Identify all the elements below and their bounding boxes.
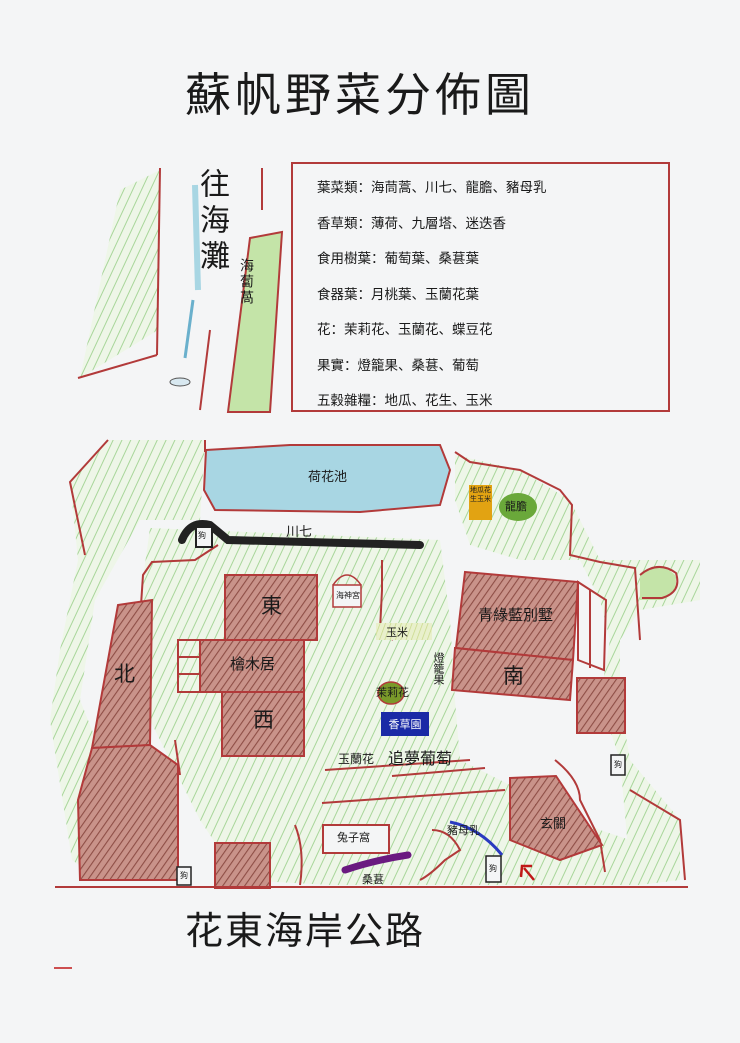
crops-plot: 地瓜花生玉米 — [469, 485, 492, 520]
dog-label-2: 狗 — [180, 871, 188, 880]
west-label: 西 — [253, 708, 274, 732]
jasmine-label: 茉莉花 — [376, 686, 409, 699]
dog-label-4: 狗 — [614, 760, 622, 769]
beach-label: 往海灘 — [194, 168, 229, 276]
building-southwest — [214, 842, 271, 889]
page-title: 蘇帆野菜分佈圖 — [185, 68, 535, 122]
lotus-pond — [202, 444, 452, 514]
buildings — [76, 570, 626, 889]
yumi-field — [376, 623, 432, 640]
legend-row-grains: 五穀雜糧：地瓜、花生、玉米 — [317, 393, 493, 409]
shrine-label: 海神宮 — [336, 591, 360, 600]
cypress-label: 檜木居 — [230, 655, 276, 673]
north-label: 北 — [114, 662, 135, 686]
dream-grape-label: 追夢葡萄 — [388, 749, 453, 768]
mulberry-path — [341, 851, 412, 874]
rabbit-den-label: 兔子窩 — [337, 831, 370, 844]
lantern-fruit-label: 燈籠果 — [432, 652, 445, 685]
building-entrance — [509, 774, 604, 862]
building-east — [224, 574, 318, 641]
pig-milk-line — [449, 820, 504, 856]
building-rabbit — [322, 824, 390, 854]
longdan-label: 龍膽 — [505, 500, 527, 513]
shrine — [332, 574, 362, 608]
chuanqi-path — [178, 520, 424, 549]
mulberry-label: 桑葚 — [362, 873, 384, 886]
legend-row-fruits: 果實：燈籠果、桑葚、葡萄 — [317, 357, 479, 374]
legend-row-flowers: 花：茉莉花、玉蘭花、蝶豆花 — [317, 322, 493, 338]
building-south-east — [576, 677, 626, 734]
dog-label-1: 狗 — [198, 531, 206, 540]
lotus-pond-label: 荷花池 — [308, 470, 348, 485]
beach-grass — [77, 167, 284, 413]
legend-row-tableware-leaves: 食器葉：月桃葉、玉蘭花葉 — [317, 286, 479, 303]
herb-garden: 香草園 — [381, 712, 429, 736]
legend-row-herbs: 香草類：薄荷、九層塔、迷迭香 — [317, 215, 506, 232]
dog-kennels — [176, 754, 626, 886]
longdan-bush — [499, 493, 537, 521]
entrance-arrow-icon — [519, 864, 535, 881]
building-north-south — [76, 743, 179, 881]
south-label: 南 — [503, 664, 524, 688]
sweet-potato-label: 海蔔萵 — [238, 258, 254, 306]
east-label: 東 — [261, 594, 282, 618]
legend-box: 葉菜類：海茼蒿、川七、龍膽、豬母乳 香草類：薄荷、九層塔、迷迭香 食用樹葉：葡萄… — [291, 162, 670, 412]
dog-label-3: 狗 — [489, 864, 497, 873]
pig-milk-label: 豬母乳 — [447, 824, 480, 837]
building-villa-side — [577, 580, 608, 672]
building-west — [221, 691, 305, 757]
legend-row-tree-leaves: 食用樹葉：葡萄葉、桑葚葉 — [317, 251, 479, 267]
building-south — [450, 646, 575, 702]
legend-row-leafy: 葉菜類：海茼蒿、川七、龍膽、豬母乳 — [317, 180, 547, 196]
building-annex — [177, 639, 201, 693]
chuanqi-label: 川七 — [286, 525, 313, 540]
entrance-label: 玄關 — [540, 817, 567, 832]
magnolia-label: 玉蘭花 — [338, 752, 375, 766]
yumi-label: 玉米 — [386, 626, 408, 639]
highway-label: 花東海岸公路 — [185, 909, 426, 953]
jasmine-bush — [377, 681, 405, 705]
dog-kennel-1 — [195, 526, 213, 548]
villa-label: 青綠藍別墅 — [478, 606, 554, 624]
